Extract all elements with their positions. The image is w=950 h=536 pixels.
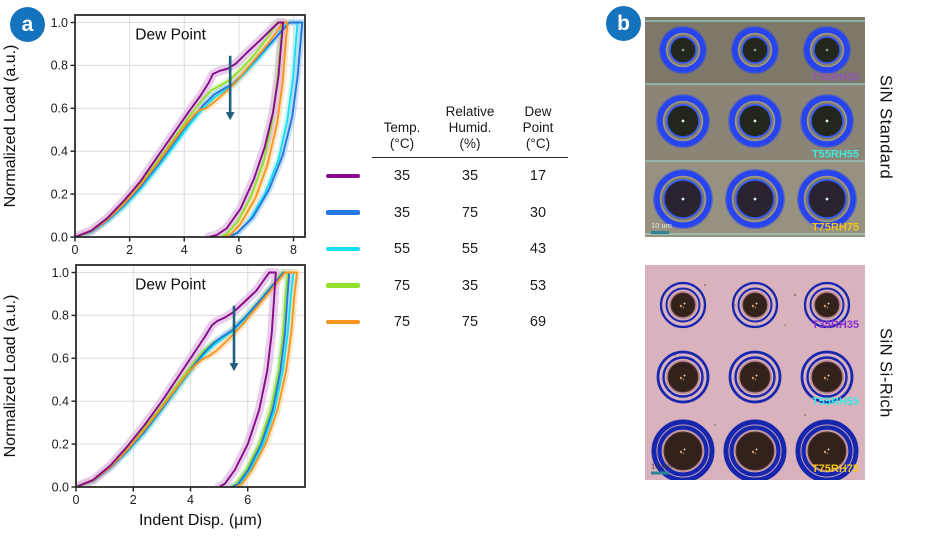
svg-text:T55RH55: T55RH55 [812, 396, 859, 408]
legend-dew-value: 43 [529, 241, 547, 258]
svg-text:2: 2 [130, 493, 137, 507]
svg-text:0: 0 [73, 493, 80, 507]
svg-text:T55RH55: T55RH55 [812, 149, 859, 161]
svg-text:2: 2 [126, 243, 133, 257]
side-label-sin-si-rich: SiN Si-Rich [876, 327, 895, 418]
legend-swatch [326, 173, 360, 179]
svg-text:Indent Disp. (μm): Indent Disp. (μm) [139, 512, 262, 529]
legend-humidity-value: 35 [461, 168, 479, 185]
legend-swatch [326, 210, 360, 215]
legend-dew-value: 69 [529, 314, 547, 331]
svg-text:Dew Point: Dew Point [135, 277, 206, 294]
svg-text:8: 8 [290, 243, 297, 257]
legend-row: 75 35 53 [326, 267, 582, 304]
svg-text:10 um: 10 um [651, 221, 672, 230]
svg-text:T35RH35: T35RH35 [812, 319, 859, 331]
legend-row: 35 35 17 [326, 158, 582, 195]
side-label-sin-standard: SiN Standard [876, 74, 895, 180]
svg-text:0.8: 0.8 [51, 59, 68, 73]
panel-b-badge: b [606, 6, 641, 41]
svg-text:10 um: 10 um [651, 462, 672, 471]
svg-text:0.2: 0.2 [52, 437, 69, 451]
svg-text:0.4: 0.4 [52, 395, 69, 409]
svg-text:1.0: 1.0 [51, 16, 68, 30]
legend-dew-value: 30 [529, 204, 547, 221]
svg-text:1.0: 1.0 [52, 266, 69, 280]
legend-row: 75 75 69 [326, 304, 582, 341]
legend-humidity-value: 55 [461, 241, 479, 258]
svg-text:0.6: 0.6 [51, 102, 68, 116]
svg-text:0.6: 0.6 [52, 352, 69, 366]
legend-row: 35 75 30 [326, 194, 582, 231]
legend-header-temp: Temp.(°C) [383, 119, 421, 151]
legend-humidity-value: 75 [461, 314, 479, 331]
svg-text:T75RH75: T75RH75 [812, 463, 859, 475]
svg-text:6: 6 [235, 243, 242, 257]
svg-text:0.0: 0.0 [52, 480, 69, 494]
legend-temp-value: 75 [393, 277, 411, 294]
legend-temp-value: 35 [393, 168, 411, 185]
svg-text:0.4: 0.4 [51, 145, 68, 159]
svg-text:0.0: 0.0 [51, 230, 68, 244]
svg-text:4: 4 [181, 243, 188, 257]
legend-row: 55 55 43 [326, 231, 582, 268]
legend-dew-value: 53 [529, 277, 547, 294]
svg-text:T35RH35: T35RH35 [812, 72, 859, 84]
svg-text:Dew Point: Dew Point [135, 27, 206, 44]
svg-text:4: 4 [187, 493, 194, 507]
legend-divider [372, 156, 568, 158]
svg-text:0.8: 0.8 [52, 309, 69, 323]
legend-humidity-value: 75 [461, 204, 479, 221]
panel-a-badge: a [10, 7, 45, 42]
svg-text:0.2: 0.2 [51, 187, 68, 201]
legend-temp-value: 55 [393, 241, 411, 258]
legend-swatch [326, 319, 360, 325]
legend-dew-value: 17 [529, 168, 547, 185]
svg-text:Normalized Load (a.u.): Normalized Load (a.u.) [2, 45, 19, 208]
svg-text:T75RH75: T75RH75 [812, 222, 859, 234]
svg-text:Normalized Load (a.u.): Normalized Load (a.u.) [2, 295, 19, 458]
legend-temp-value: 75 [393, 314, 411, 331]
legend-humidity-value: 35 [461, 277, 479, 294]
legend-temp-value: 35 [393, 204, 411, 221]
legend-swatch [326, 283, 360, 288]
legend-swatch [326, 246, 360, 252]
svg-text:0: 0 [72, 243, 79, 257]
svg-text:6: 6 [244, 493, 251, 507]
